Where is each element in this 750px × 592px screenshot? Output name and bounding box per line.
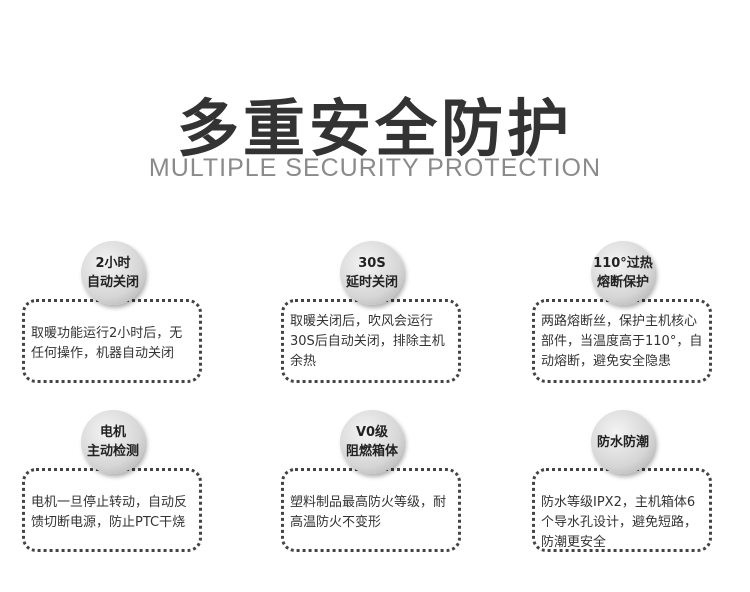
feature-badge: 30S 延时关闭 (340, 241, 404, 305)
page-title: 多重安全防护 (176, 92, 573, 165)
feature-badge: 2小时 自动关闭 (81, 241, 145, 305)
feature-description: 取暖关闭后，吹风会运行30S后自动关闭，排除主机余热 (281, 299, 461, 383)
feature-description: 两路熔断丝，保护主机核心部件，当温度高于110°，自动熔断，避免安全隐患 (532, 299, 712, 383)
page-subtitle: MULTIPLE SECURITY PROTECTION (148, 154, 602, 182)
feature-badge: 防水防潮 (591, 410, 655, 474)
feature-badge: V0级 阻燃箱体 (340, 410, 404, 474)
feature-description: 塑料制品最高防火等级，耐高温防火不变形 (281, 468, 461, 552)
feature-badge: 110°过热 熔断保护 (591, 241, 655, 305)
feature-description: 取暖功能运行2小时后，无任何操作，机器自动关闭 (22, 299, 202, 383)
feature-badge: 电机 主动检测 (81, 410, 145, 474)
feature-description: 电机一旦停止转动，自动反馈切断电源，防止PTC干烧 (22, 468, 202, 552)
feature-description: 防水等级IPX2，主机箱体6个导水孔设计，避免短路，防潮更安全 (532, 468, 712, 552)
